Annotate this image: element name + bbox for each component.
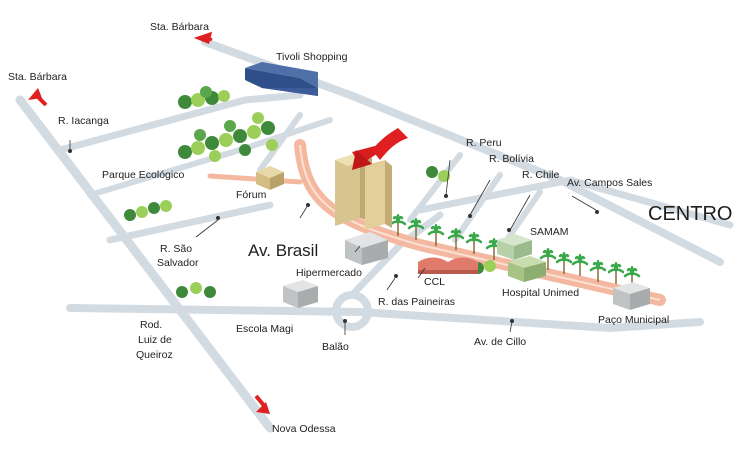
label-av-de-cillo: Av. de Cillo: [474, 336, 526, 348]
palm-tree-icon: [427, 224, 445, 246]
palm-tree-icon: [555, 252, 573, 274]
road-r-iacanga: [56, 91, 304, 154]
building-tivoli-shopping: [245, 62, 318, 96]
palm-tree-icon: [465, 232, 483, 254]
label-parque-ecologico: Parque Ecológico: [102, 169, 184, 181]
label-rod-2: Luiz de: [138, 334, 172, 346]
label-paco-municipal: Paço Municipal: [598, 314, 669, 326]
palm-tree-icon: [447, 228, 465, 250]
building-ccl: [418, 257, 478, 274]
leader-lines: [68, 140, 599, 335]
building-escola-magi: [283, 280, 318, 308]
road-av-campos-sales: [416, 176, 734, 229]
label-nova-odessa: Nova Odessa: [272, 423, 336, 435]
label-tivoli-shopping: Tivoli Shopping: [276, 51, 348, 63]
buildings: [245, 62, 650, 310]
tree-cluster-icon: [426, 166, 450, 182]
label-escola-magi: Escola Magi: [236, 323, 293, 335]
av-brasil-centerline: [299, 144, 661, 301]
building-hipermercado: [345, 232, 388, 265]
label-ccl: CCL: [424, 276, 445, 288]
label-rod-3: Queiroz: [136, 349, 173, 361]
tree-cluster-icon: [178, 86, 230, 109]
palm-tree-icon: [389, 214, 407, 236]
road-top: [201, 38, 564, 184]
av-brasil-spur: [207, 173, 303, 185]
label-hospital-unimed: Hospital Unimed: [502, 287, 579, 299]
palm-tree-icon: [407, 218, 425, 240]
palm-tree-icon: [539, 248, 557, 270]
tree-cluster-icon: [178, 112, 278, 162]
tree-cluster-icon: [124, 200, 172, 221]
label-r-das-paineiras: R. das Paineiras: [378, 296, 455, 308]
label-r-bolivia: R. Bolívia: [489, 153, 534, 165]
label-r-iacanga: R. Iacanga: [58, 115, 109, 127]
road-r-bolivia: [452, 172, 503, 243]
label-r-sao-salvador-1: R. São: [160, 243, 192, 255]
label-sta-barbara-top: Sta. Bárbara: [150, 21, 209, 33]
label-hipermercado: Hipermercado: [296, 267, 362, 279]
red-arrow-icon: [254, 394, 270, 414]
label-r-peru: R. Peru: [466, 137, 502, 149]
map-labels: Sta. Bárbara Sta. Bárbara Tivoli Shoppin…: [8, 21, 732, 435]
building-hospital-unimed: [508, 256, 546, 282]
road-forum-connector: [257, 112, 303, 173]
road-r-peru: [407, 152, 463, 223]
label-balao: Balão: [322, 341, 349, 353]
building-forum: [256, 166, 284, 190]
palm-tree-icon: [589, 260, 607, 282]
red-arrows: [28, 31, 408, 414]
tree-clusters: [124, 86, 496, 298]
label-centro: CENTRO: [648, 203, 732, 225]
building-samam: [497, 234, 532, 260]
label-av-brasil: Av. Brasil: [248, 241, 318, 260]
label-rod-1: Rod.: [140, 319, 162, 331]
palm-tree-icon: [571, 254, 589, 276]
label-r-chile: R. Chile: [522, 169, 560, 181]
label-av-campos-sales: Av. Campos Sales: [567, 177, 652, 189]
red-arrow-icon: [28, 88, 48, 107]
road-outer-right: [556, 176, 724, 266]
avenue-av-brasil: [207, 139, 666, 306]
building-towers: [335, 152, 392, 230]
road-rod-luiz-de-queiroz: [15, 95, 275, 433]
building-paco-municipal: [613, 282, 650, 310]
label-sta-barbara-left: Sta. Bárbara: [8, 71, 67, 83]
label-samam: SAMAM: [530, 226, 569, 238]
palm-tree-icon: [607, 262, 625, 284]
label-forum: Fórum: [236, 189, 267, 201]
road-r-sao-salvador: [106, 201, 274, 244]
red-arrow-icon: [352, 128, 408, 170]
label-r-sao-salvador-2: Salvador: [157, 257, 199, 269]
road-av-de-cillo: [66, 304, 704, 332]
tree-cluster-icon: [176, 282, 216, 298]
red-arrow-icon: [193, 31, 213, 45]
